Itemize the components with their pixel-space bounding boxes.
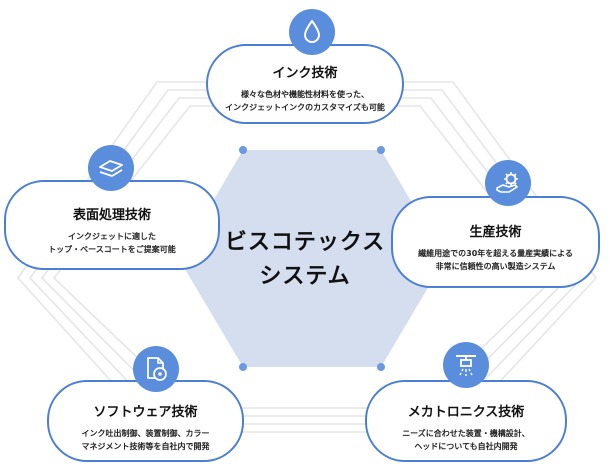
card-software-technology: ソフトウェア技術 インク吐出制御、装置制御、カラー マネジメント技術等を自社内で… xyxy=(47,380,244,462)
card-surface-treatment-technology: 表面処理技術 インクジェットに適した トップ・ベースコートをご提案可能 xyxy=(4,180,220,270)
card-mechatronics-technology: メカトロニクス技術 ニーズに合わせた装置・機構設計、 ヘッドについても自社内開発 xyxy=(365,380,567,462)
card-title: ソフトウェア技術 xyxy=(93,405,198,420)
document-disc-icon xyxy=(133,346,179,392)
card-title: メカトロニクス技術 xyxy=(407,405,525,420)
layers-icon xyxy=(88,145,134,191)
card-description: ニーズに合わせた装置・機構設計、 ヘッドについても自社内開発 xyxy=(367,427,565,453)
center-title-line2: システム xyxy=(259,264,351,289)
card-description: インクジェットに適した トップ・ベースコートをご提案可能 xyxy=(6,230,218,256)
card-title: 表面処理技術 xyxy=(72,208,151,223)
card-title: 生産技術 xyxy=(469,225,522,240)
card-title: インク技術 xyxy=(272,66,338,81)
card-description-line: インク吐出制御、装置制御、カラー xyxy=(81,429,210,438)
card-description-line: マネジメント技術等を自社内で開発 xyxy=(81,442,210,451)
card-description-line: インクジェットに適した xyxy=(68,232,156,241)
card-production-technology: 生産技術 繊維用途での30年を超える量産実績による 非常に信頼性の高い製造システ… xyxy=(391,196,600,288)
card-description-line: ニーズに合わせた装置・機構設計、 xyxy=(402,429,530,438)
center-title-line1: ビスコテックス xyxy=(224,230,386,255)
card-description-line: インクジェットインクのカスタマイズも可能 xyxy=(225,103,385,112)
card-description: インク吐出制御、装置制御、カラー マネジメント技術等を自社内で開発 xyxy=(49,427,242,453)
card-description-line: 非常に信頼性の高い製造システム xyxy=(435,262,556,271)
center-title: ビスコテックス システム xyxy=(205,226,405,294)
card-description-line: 様々な色材や機能性材料を使った、 xyxy=(241,90,369,99)
card-ink-technology: インク技術 様々な色材や機能性材料を使った、 インクジェットインクのカスタマイズ… xyxy=(206,44,404,124)
printhead-icon xyxy=(443,342,489,388)
gear-hand-icon xyxy=(485,160,531,206)
card-description: 繊維用途での30年を超える量産実績による 非常に信頼性の高い製造システム xyxy=(393,247,598,273)
card-description-line: ヘッドについても自社内開発 xyxy=(414,442,518,451)
card-description-line: トップ・ベースコートをご提案可能 xyxy=(48,245,176,254)
card-description-line: 繊維用途での30年を超える量産実績による xyxy=(418,249,573,258)
card-description: 様々な色材や機能性材料を使った、 インクジェットインクのカスタマイズも可能 xyxy=(208,88,402,114)
center-hexagon xyxy=(179,150,445,367)
drop-icon xyxy=(289,9,335,55)
